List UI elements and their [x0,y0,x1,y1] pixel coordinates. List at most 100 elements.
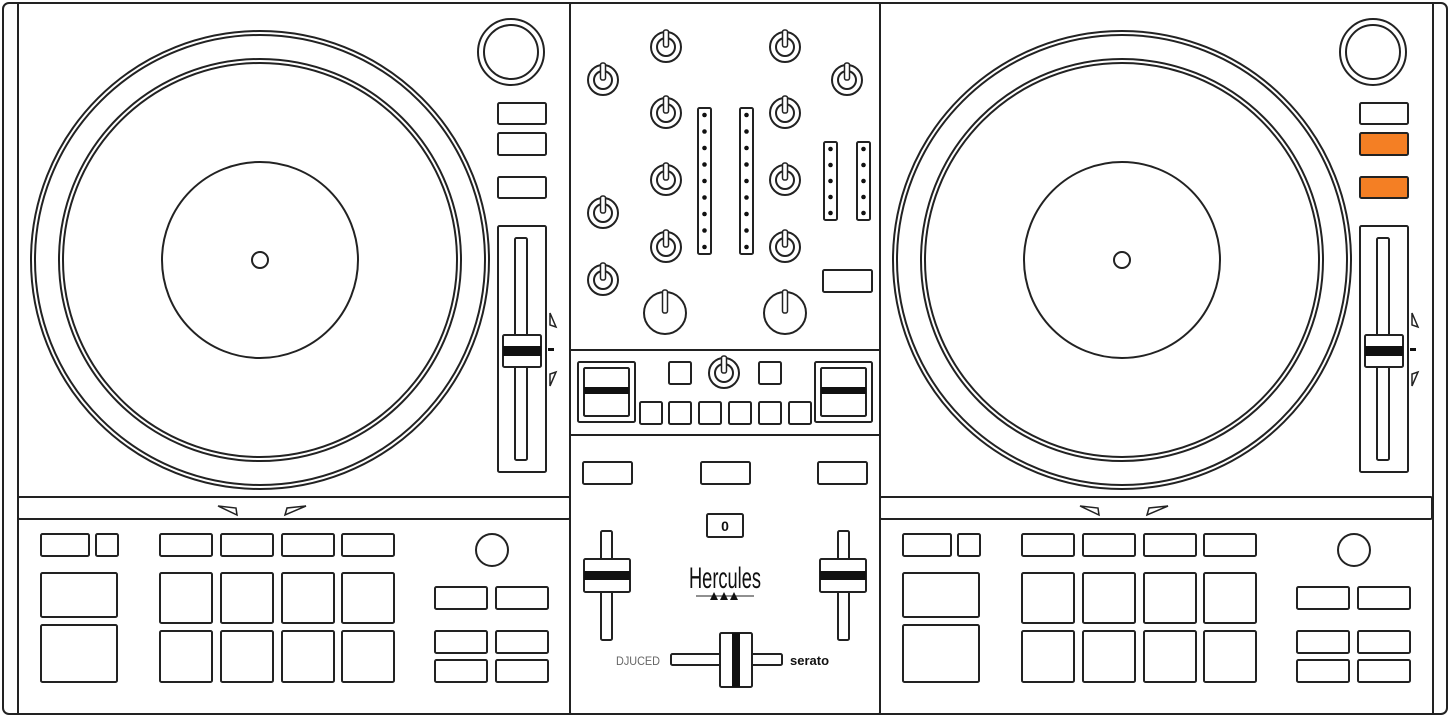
pitch-up-arrow-icon [1411,312,1420,329]
mixer-knob-1[interactable] [650,29,682,63]
function-button-4[interactable] [1357,630,1411,654]
mixer-knob-3[interactable] [587,62,619,96]
vu-meter-led [702,228,707,233]
knob-indicator [662,95,670,114]
mixer-knob-9[interactable] [587,195,619,229]
pad-mode-button-2[interactable] [220,533,274,557]
left-deck [17,18,571,683]
performance-pad-8[interactable] [1203,630,1257,683]
mixer-knob-6[interactable] [769,95,801,129]
function-button-6[interactable] [1357,659,1411,683]
vu-meter-led [861,210,866,216]
fx-select-button-2[interactable] [668,401,692,425]
function-button-4[interactable] [495,630,549,654]
performance-pad-7[interactable] [1143,630,1197,683]
fx-knob[interactable] [708,355,740,389]
deck-button-1[interactable] [1359,102,1409,125]
small-button[interactable] [957,533,981,557]
deck-button-3[interactable] [497,176,547,199]
shift-button[interactable] [902,533,952,557]
performance-pad-1[interactable] [159,572,213,624]
shift-button[interactable] [40,533,90,557]
deck-button-3[interactable] [1359,176,1409,199]
performance-pad-6[interactable] [220,630,274,683]
mixer-knob-5[interactable] [650,95,682,129]
performance-pad-7[interactable] [281,630,335,683]
pitch-fader[interactable] [502,237,542,461]
mixer-button-1[interactable] [582,461,633,485]
cue-button[interactable] [40,572,118,618]
pad-mode-button-3[interactable] [1143,533,1197,557]
mixer-knob-2[interactable] [769,29,801,63]
performance-pad-5[interactable] [159,630,213,683]
volume-knob-right[interactable] [763,289,807,335]
volume-knob-left[interactable] [643,289,687,335]
filter-knob[interactable] [475,533,509,567]
mixer-knob-4[interactable] [831,62,863,96]
mixer-button-3[interactable] [817,461,868,485]
function-button-2[interactable] [495,586,549,610]
function-button-3[interactable] [434,630,488,654]
performance-pad-5[interactable] [1021,630,1075,683]
pad-mode-button-1[interactable] [159,533,213,557]
channel-fader-left[interactable] [583,530,631,641]
play-button[interactable] [902,624,980,683]
fx-select-button-6[interactable] [788,401,812,425]
mixer-knob-8[interactable] [769,162,801,196]
knob-indicator [599,262,607,281]
left-arrow-icon [217,505,238,517]
play-button[interactable] [40,624,118,683]
pad-mode-button-4[interactable] [1203,533,1257,557]
function-button-6[interactable] [495,659,549,683]
performance-pad-2[interactable] [220,572,274,624]
vu-meter-led [744,244,749,250]
fx-select-button-3[interactable] [698,401,722,425]
function-button-5[interactable] [434,659,488,683]
master-button[interactable] [822,269,873,293]
function-button-1[interactable] [434,586,488,610]
pad-mode-button-1[interactable] [1021,533,1075,557]
pitch-fader[interactable] [1364,237,1404,461]
display-value: 0 [721,518,729,534]
deck-button-2[interactable] [1359,132,1409,156]
right-fx-fader[interactable] [820,367,867,417]
fx-button-right[interactable] [758,361,782,385]
fx-button-left[interactable] [668,361,692,385]
deck-button-1[interactable] [497,102,547,125]
function-button-5[interactable] [1296,659,1350,683]
left-fx-fader[interactable] [583,367,630,417]
performance-pad-3[interactable] [1143,572,1197,624]
right-deck [879,18,1433,683]
vu-meter-led [702,244,707,250]
fx-select-button-4[interactable] [728,401,752,425]
vu-meter-led [744,228,749,233]
performance-pad-8[interactable] [341,630,395,683]
fx-select-button-1[interactable] [639,401,663,425]
pad-mode-button-4[interactable] [341,533,395,557]
performance-pad-3[interactable] [281,572,335,624]
crossfader[interactable] [670,632,783,688]
mixer-knob-7[interactable] [650,162,682,196]
mixer-button-2[interactable] [700,461,751,485]
channel-fader-right[interactable] [819,530,867,641]
function-button-2[interactable] [1357,586,1411,610]
pad-mode-button-3[interactable] [281,533,335,557]
fx-select-button-5[interactable] [758,401,782,425]
deck-button-2[interactable] [497,132,547,156]
performance-pad-6[interactable] [1082,630,1136,683]
vu-meter-led [744,112,749,118]
function-button-3[interactable] [1296,630,1350,654]
pad-mode-button-2[interactable] [1082,533,1136,557]
mixer-knob-11[interactable] [769,229,801,263]
performance-pad-4[interactable] [1203,572,1257,624]
mixer-knob-12[interactable] [587,262,619,296]
cue-button[interactable] [902,572,980,618]
mixer-knob-10[interactable] [650,229,682,263]
performance-pad-4[interactable] [341,572,395,624]
performance-pad-2[interactable] [1082,572,1136,624]
performance-pad-1[interactable] [1021,572,1075,624]
function-button-1[interactable] [1296,586,1350,610]
small-button[interactable] [95,533,119,557]
filter-knob[interactable] [1337,533,1371,567]
